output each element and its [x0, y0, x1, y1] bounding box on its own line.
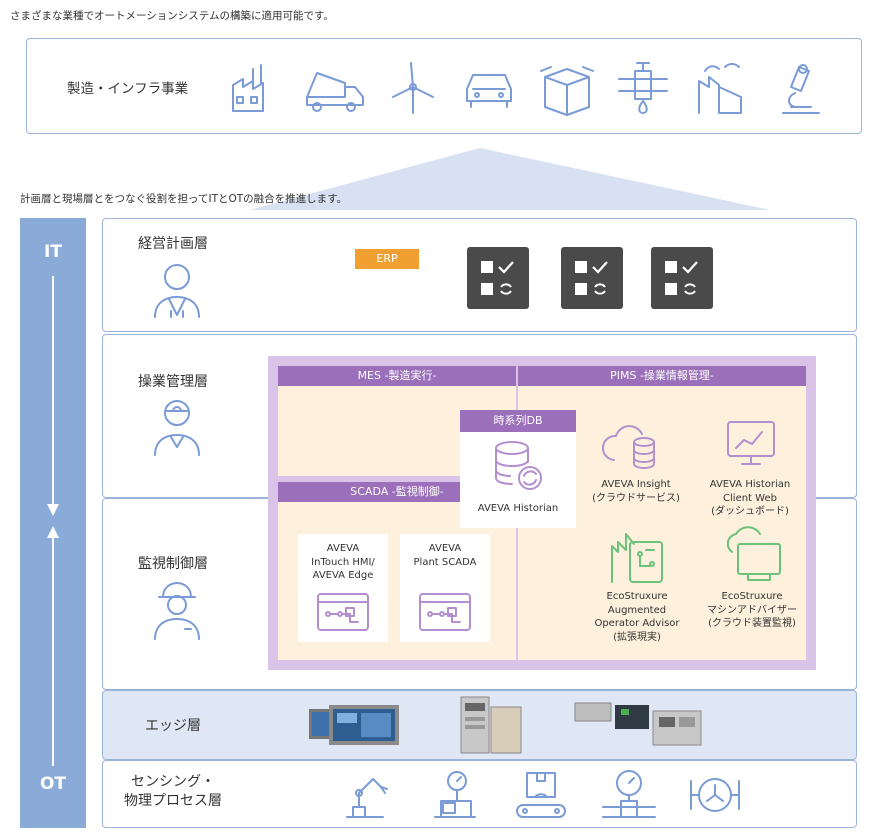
- scada-header: SCADA -監視制御-: [278, 482, 516, 502]
- industry-label: 製造・インフラ事業: [67, 81, 189, 97]
- tsdb-header: 時系列DB: [460, 410, 576, 432]
- product-subtitle: (クラウドサービス): [592, 492, 680, 504]
- tsdb-product-name: AVEVA Historian: [477, 503, 559, 514]
- io-module-image: [574, 702, 702, 746]
- flow-window-icon: [419, 593, 471, 631]
- pims-product-4: EcoStruxure マシンアドバイザー (クラウド装置監視): [692, 524, 812, 631]
- manager-person-icon: [154, 400, 200, 456]
- sensing-layer: センシング・ 物理プロセス層: [102, 760, 857, 828]
- funnel-shape: [250, 148, 770, 210]
- checklist-tile-3: [651, 247, 713, 309]
- pims-product-1: AVEVA Insight (クラウドサービス): [584, 418, 688, 505]
- intro-text: さまざまな業種でオートメーションシステムの構築に適用可能です。: [10, 10, 334, 22]
- product-name: EcoStruxure Augmented Operator Advisor: [594, 591, 680, 629]
- axis-ot-label: OT: [39, 774, 67, 794]
- scada-product-card-1: AVEVA InTouch HMI/ AVEVA Edge: [298, 534, 388, 642]
- conveyor-icon: [516, 772, 566, 818]
- robot-arm-icon: [346, 778, 388, 818]
- edge-layer: エッジ層: [102, 690, 857, 760]
- ar-tablet-icon: [611, 533, 663, 583]
- sensing-layer-label: センシング・ 物理プロセス層: [124, 774, 222, 809]
- factory-icon: [232, 64, 264, 112]
- car-icon: [466, 74, 512, 108]
- product-subtitle: (拡張現実): [613, 631, 661, 643]
- worker-helmet-icon: [154, 582, 200, 640]
- pressure-gauge-icon: [602, 770, 656, 818]
- checklist-icon: [481, 261, 514, 295]
- sensing-icon-row: [346, 770, 740, 818]
- valve-icon: [690, 778, 740, 812]
- operations-layer-label: 操業管理層: [138, 374, 208, 390]
- cloud-database-icon: [602, 425, 655, 469]
- control-layer-label: 監視制御層: [138, 556, 208, 572]
- valve-drop-icon: [618, 62, 668, 114]
- it-ot-axis: IT OT: [20, 218, 86, 828]
- product-name: AVEVA Plant SCADA: [413, 543, 477, 568]
- dump-truck-icon: [306, 72, 364, 112]
- checklist-tile-1: [467, 247, 529, 309]
- product-name: EcoStruxure マシンアドバイザー: [707, 591, 797, 616]
- wind-turbine-icon: [392, 62, 434, 114]
- hmi-panel-image: [309, 705, 399, 745]
- controller-hardware-image: [460, 696, 522, 754]
- mes-header: MES -製造実行-: [278, 366, 516, 386]
- product-name: AVEVA InTouch HMI/ AVEVA Edge: [311, 543, 375, 581]
- planning-layer-label: 経営計画層: [138, 236, 208, 252]
- checklist-icon: [665, 261, 698, 295]
- product-name: AVEVA Insight: [601, 479, 671, 490]
- plant-icon: [698, 63, 742, 114]
- microscope-icon: [782, 64, 820, 114]
- software-zone: MES -製造実行- PIMS -操業情報管理- SCADA -監視制御- AV…: [268, 356, 816, 670]
- erp-badge: ERP: [355, 249, 419, 269]
- scale-icon: [434, 771, 476, 818]
- executive-person-icon: [154, 264, 200, 318]
- scada-product-card-2: AVEVA Plant SCADA: [400, 534, 490, 642]
- tsdb-card: 時系列DB AVEVA Historian: [460, 410, 576, 528]
- flow-window-icon: [317, 593, 369, 631]
- edge-layer-label: エッジ層: [145, 718, 201, 734]
- database-sync-icon: [495, 441, 542, 490]
- checklist-icon: [575, 261, 608, 295]
- axis-arrows: [47, 276, 59, 766]
- product-subtitle: (ダッシュボード): [711, 506, 789, 517]
- pims-header: PIMS -操業情報管理-: [518, 366, 806, 386]
- box-icon: [540, 66, 594, 116]
- pims-product-2: AVEVA Historian Client Web (ダッシュボード): [690, 418, 810, 519]
- bridge-text: 計画層と現場層とをつなぐ役割を担ってITとOTの融合を推進します。: [20, 193, 348, 205]
- industry-icon-row: [232, 62, 820, 116]
- cloud-monitor-icon: [726, 526, 781, 581]
- industry-panel: 製造・インフラ事業: [26, 38, 862, 134]
- pims-product-3: EcoStruxure Augmented Operator Advisor (…: [582, 524, 692, 644]
- planning-layer: 経営計画層 ERP: [102, 218, 857, 332]
- product-name: AVEVA Historian Client Web: [709, 479, 791, 504]
- checklist-tile-2: [561, 247, 623, 309]
- axis-it-label: IT: [44, 242, 62, 262]
- dashboard-screen-icon: [727, 421, 775, 465]
- product-subtitle: (クラウド装置監視): [708, 618, 796, 629]
